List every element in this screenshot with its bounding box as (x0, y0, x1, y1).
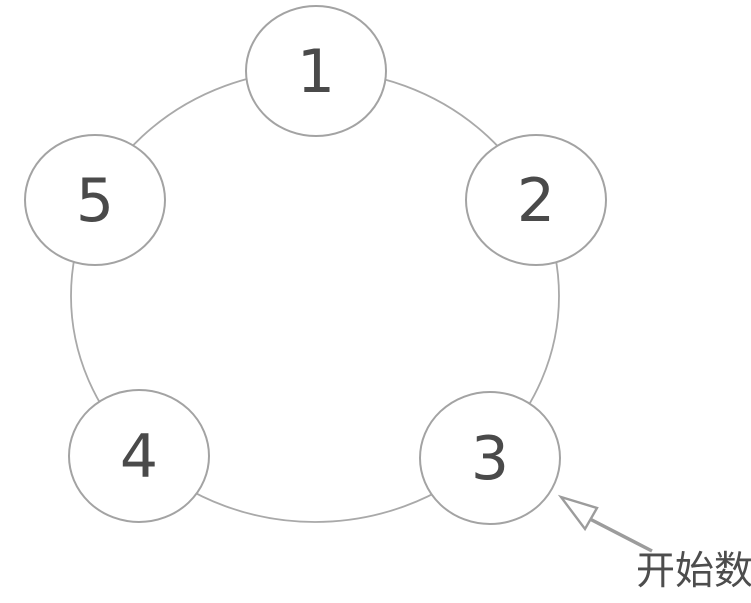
node-2: 2 (465, 134, 607, 266)
node-circle (24, 134, 166, 266)
node-circle (68, 389, 210, 523)
node-3: 3 (419, 391, 561, 525)
start-arrow (557, 494, 653, 553)
node-5: 5 (24, 134, 166, 266)
node-number: 4 (120, 422, 158, 492)
node-circle (245, 5, 387, 137)
arrow-shaft (587, 516, 653, 553)
node-number: 1 (297, 37, 335, 107)
node-number: 2 (517, 166, 555, 236)
node-circle (419, 391, 561, 525)
node-number: 3 (471, 424, 509, 494)
node-circle (465, 134, 607, 266)
node-4: 4 (68, 389, 210, 523)
start-label: 开始数 (636, 549, 751, 594)
node-1: 1 (245, 5, 387, 137)
arrow-head (557, 494, 599, 532)
node-number: 5 (76, 166, 114, 236)
